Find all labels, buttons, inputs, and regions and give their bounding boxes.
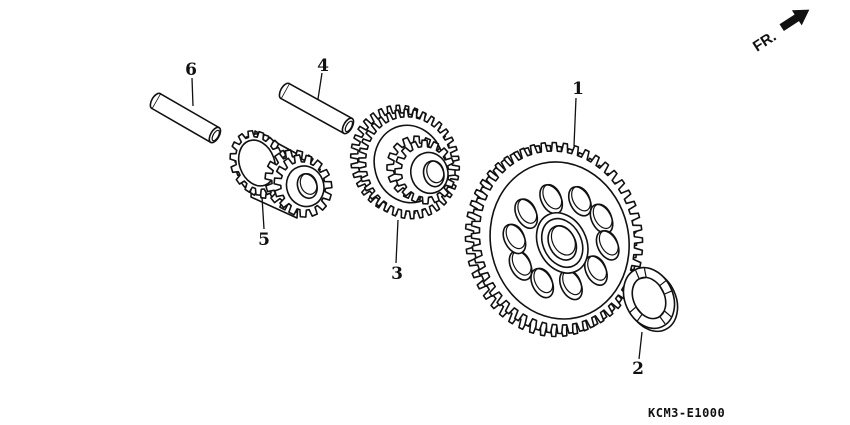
diagram-overlay: 1 2 3 4 5 6 FR. KCM3-E1000 bbox=[185, 9, 810, 420]
leader-line-6 bbox=[191, 77, 194, 107]
diagram-code: KCM3-E1000 bbox=[648, 406, 725, 420]
diagram-geometry bbox=[149, 82, 679, 338]
front-direction-indicator: FR. bbox=[750, 9, 810, 55]
callout-2[interactable]: 2 bbox=[632, 359, 644, 379]
leader-line-4 bbox=[317, 72, 323, 100]
callout-3[interactable]: 3 bbox=[391, 264, 403, 284]
fr-label: FR. bbox=[750, 28, 780, 55]
leader-line-5 bbox=[261, 196, 265, 230]
callout-1[interactable]: 1 bbox=[572, 79, 584, 99]
leader-line-3 bbox=[395, 219, 399, 264]
leader-line-1 bbox=[573, 97, 577, 147]
callout-5[interactable]: 5 bbox=[258, 230, 270, 250]
leader-line-2 bbox=[638, 331, 643, 360]
front-direction-arrow-icon bbox=[779, 9, 810, 31]
callout-4[interactable]: 4 bbox=[317, 56, 329, 76]
callout-6[interactable]: 6 bbox=[185, 60, 197, 80]
